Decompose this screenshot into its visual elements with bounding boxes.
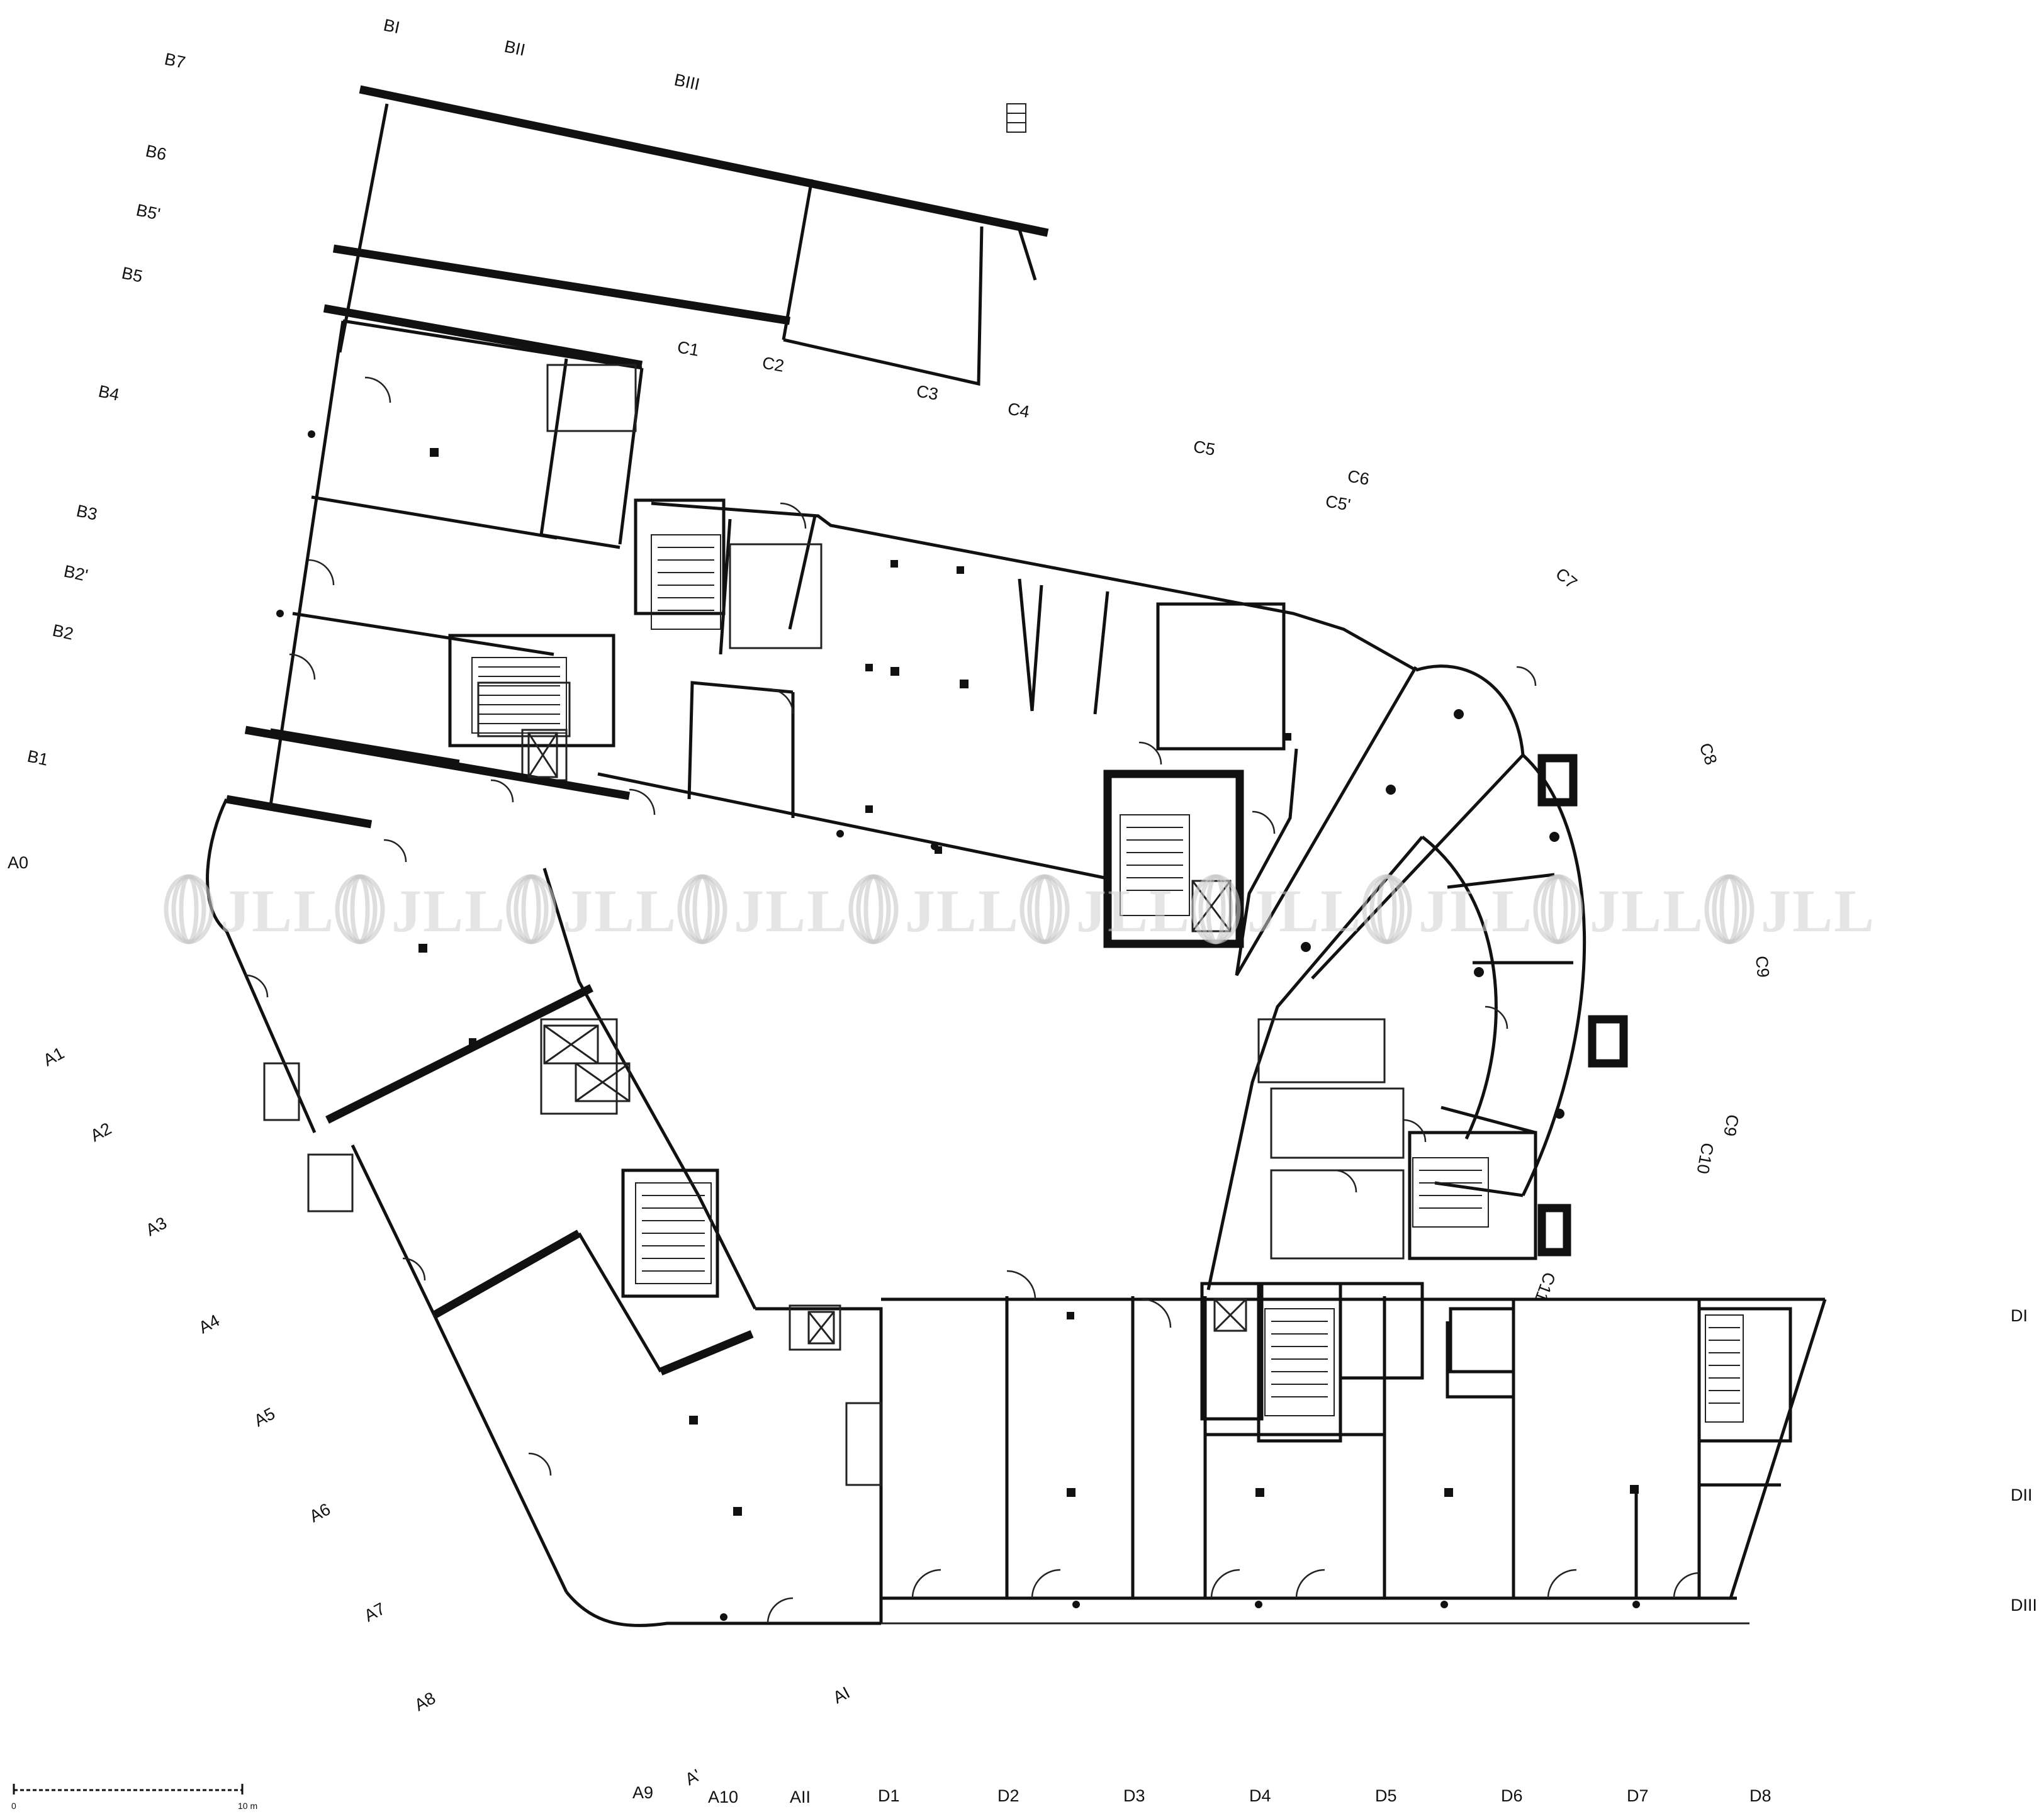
elevator-shafts	[527, 732, 1247, 1345]
svg-text:JLL: JLL	[1418, 877, 1533, 944]
grid-label-C3: C3	[915, 381, 940, 404]
grid-label-BI: BI	[382, 16, 402, 38]
grid-label-A0: A0	[8, 853, 28, 872]
grid-label-C2: C2	[761, 353, 785, 376]
grid-label-C5: C5	[1192, 437, 1216, 459]
door-swings	[245, 376, 1700, 1624]
watermark-logo: JLL	[164, 874, 335, 944]
wing-a	[206, 795, 883, 1627]
grid-label-BII: BII	[503, 37, 527, 60]
grid-label-C5-prime: C5'	[1324, 491, 1352, 514]
wing-b	[244, 85, 1049, 806]
grid-label-A-prime: A'	[682, 1766, 704, 1789]
grid-label-C8: C8	[1695, 741, 1721, 768]
jll-watermark: JLL JLL JLL JLL JLL JLL JLL JLL JLL JLL	[164, 874, 1875, 944]
grid-labels-a-wing: A0 A1 A2 A3 A4 A5 A6 A7 A8 AI A9 A' A10 …	[8, 853, 853, 1806]
grid-label-A7: A7	[361, 1599, 388, 1625]
grid-label-A2: A2	[87, 1119, 115, 1145]
watermark-logo: JLL	[1704, 874, 1875, 944]
wing-d	[881, 1282, 1827, 1625]
grid-label-D2: D2	[997, 1786, 1019, 1805]
grid-label-A3: A3	[143, 1213, 170, 1240]
grid-label-D6: D6	[1501, 1786, 1523, 1805]
grid-label-A6: A6	[306, 1499, 334, 1526]
grid-labels-b-wing: BI BII BIII B7 B6 B5' B5 B4 B3 B2' B2 B1	[26, 16, 702, 770]
grid-label-C7: C7	[1552, 564, 1581, 593]
grid-label-C9-a: C9	[1752, 955, 1773, 978]
grid-label-BIII: BIII	[673, 70, 702, 94]
svg-text:JLL: JLL	[734, 877, 848, 944]
svg-text:JLL: JLL	[1590, 877, 1704, 944]
grid-label-B2: B2	[51, 621, 76, 644]
grid-label-B5-prime: B5'	[135, 201, 162, 224]
grid-label-D5: D5	[1375, 1786, 1397, 1805]
grid-label-B6: B6	[144, 142, 169, 164]
watermark-logo: JLL	[1019, 874, 1191, 944]
grid-label-DIII: DIII	[2011, 1596, 2037, 1615]
grid-label-B4: B4	[97, 382, 121, 405]
svg-text:JLL: JLL	[220, 877, 335, 944]
grid-label-C4: C4	[1006, 399, 1031, 422]
grid-label-DI: DI	[2011, 1306, 2028, 1325]
watermark-logo: JLL	[1362, 874, 1533, 944]
watermark-logo: JLL	[335, 874, 506, 944]
grid-label-D7: D7	[1627, 1786, 1649, 1805]
watermark-logo: JLL	[1533, 874, 1704, 944]
grid-label-C6: C6	[1346, 466, 1371, 489]
grid-label-A9: A9	[632, 1783, 653, 1802]
grid-label-B2-prime: B2'	[62, 562, 90, 585]
svg-text:JLL: JLL	[1247, 877, 1362, 944]
grid-label-A10: A10	[708, 1788, 738, 1806]
grid-label-C10: C10	[1693, 1141, 1717, 1175]
svg-text:JLL: JLL	[1761, 877, 1875, 944]
grid-label-A8: A8	[412, 1688, 439, 1715]
grid-labels-c-wing: C1 C2 C3 C4 C5 C6 C5' C7 C8 C9 C9 C10 C1…	[676, 337, 1773, 1304]
svg-text:JLL: JLL	[1076, 877, 1191, 944]
watermark-logo: JLL	[848, 874, 1019, 944]
grid-label-AII: AII	[790, 1788, 811, 1806]
grid-label-D1: D1	[878, 1786, 900, 1805]
svg-text:JLL: JLL	[563, 877, 677, 944]
grid-label-C1: C1	[676, 337, 700, 360]
scale-end-label: 10 m	[238, 1801, 257, 1811]
grid-labels-d-wing: D1 D2 D3 D4 D5 D6 D7 D8 DI DII DIII	[878, 1306, 2037, 1805]
grid-label-D3: D3	[1123, 1786, 1145, 1805]
grid-label-D8: D8	[1749, 1786, 1772, 1805]
grid-label-A5: A5	[251, 1404, 278, 1430]
scale-start-label: 0	[11, 1801, 16, 1811]
scale-bar: 0 10 m	[11, 1784, 257, 1811]
grid-label-D4: D4	[1249, 1786, 1271, 1805]
watermark-logo: JLL	[1191, 874, 1362, 944]
grid-label-A4: A4	[196, 1311, 223, 1337]
svg-text:JLL: JLL	[391, 877, 506, 944]
grid-label-B1: B1	[26, 747, 50, 770]
stair-cores	[471, 103, 1744, 1423]
grid-label-B5: B5	[120, 264, 145, 286]
grid-label-DII: DII	[2011, 1486, 2033, 1504]
watermark-logo: JLL	[677, 874, 848, 944]
structural-columns	[276, 430, 1640, 1621]
grid-label-B7: B7	[163, 50, 188, 72]
grid-label-B3: B3	[75, 501, 99, 524]
watermark-logo: JLL	[506, 874, 677, 944]
svg-text:JLL: JLL	[905, 877, 1019, 944]
grid-label-AI: AI	[830, 1683, 853, 1707]
grid-label-A1: A1	[40, 1043, 67, 1070]
grid-label-C9-b: C9	[1720, 1113, 1743, 1138]
wing-c	[597, 498, 1628, 1291]
